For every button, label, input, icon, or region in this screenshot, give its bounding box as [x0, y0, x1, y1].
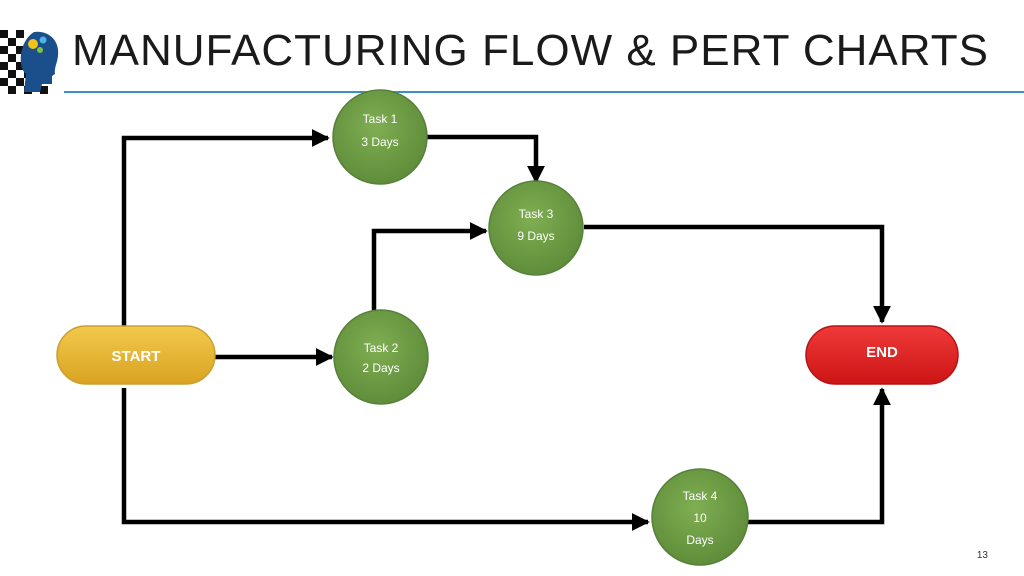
- start-node: START: [56, 325, 216, 385]
- task-3-name: Task 3: [519, 207, 554, 221]
- task-4-duration-value: 10: [693, 511, 707, 525]
- task-1-name: Task 1: [363, 112, 398, 126]
- task-4-node: Task 4 10 Days: [651, 468, 749, 566]
- task-1-duration: 3 Days: [361, 135, 398, 149]
- edge-task-1-to-task-3: [426, 134, 545, 184]
- task-2-name: Task 2: [364, 341, 399, 355]
- edge-task-3-to-end: [584, 224, 891, 324]
- task-1-node: Task 1 3 Days: [332, 89, 428, 185]
- slide-title: MANUFACTURING FLOW & PERT CHARTS: [72, 26, 989, 75]
- edge-task-2-to-task-3: [371, 222, 488, 318]
- task-4-name: Task 4: [683, 489, 718, 503]
- title-divider: [64, 91, 1024, 93]
- task-3-duration: 9 Days: [517, 229, 554, 243]
- edge-start-to-task-4: [121, 388, 650, 531]
- edges: [121, 129, 891, 531]
- gear-icon-small: [39, 36, 47, 44]
- end-node: END: [805, 325, 959, 385]
- task-2-node: Task 2 2 Days: [333, 309, 429, 405]
- gear-icon: [28, 39, 38, 49]
- edge-start-to-task-1: [121, 129, 330, 326]
- end-label: END: [866, 344, 898, 361]
- task-4-duration-unit: Days: [686, 533, 713, 547]
- edge-task-4-to-end: [748, 387, 891, 525]
- gear-icon-tiny: [37, 47, 43, 53]
- logo-icon: [0, 28, 62, 94]
- task-2-duration: 2 Days: [362, 361, 399, 375]
- task-3-node: Task 3 9 Days: [488, 180, 584, 276]
- start-label: START: [112, 348, 161, 365]
- slide-number: 13: [976, 550, 988, 561]
